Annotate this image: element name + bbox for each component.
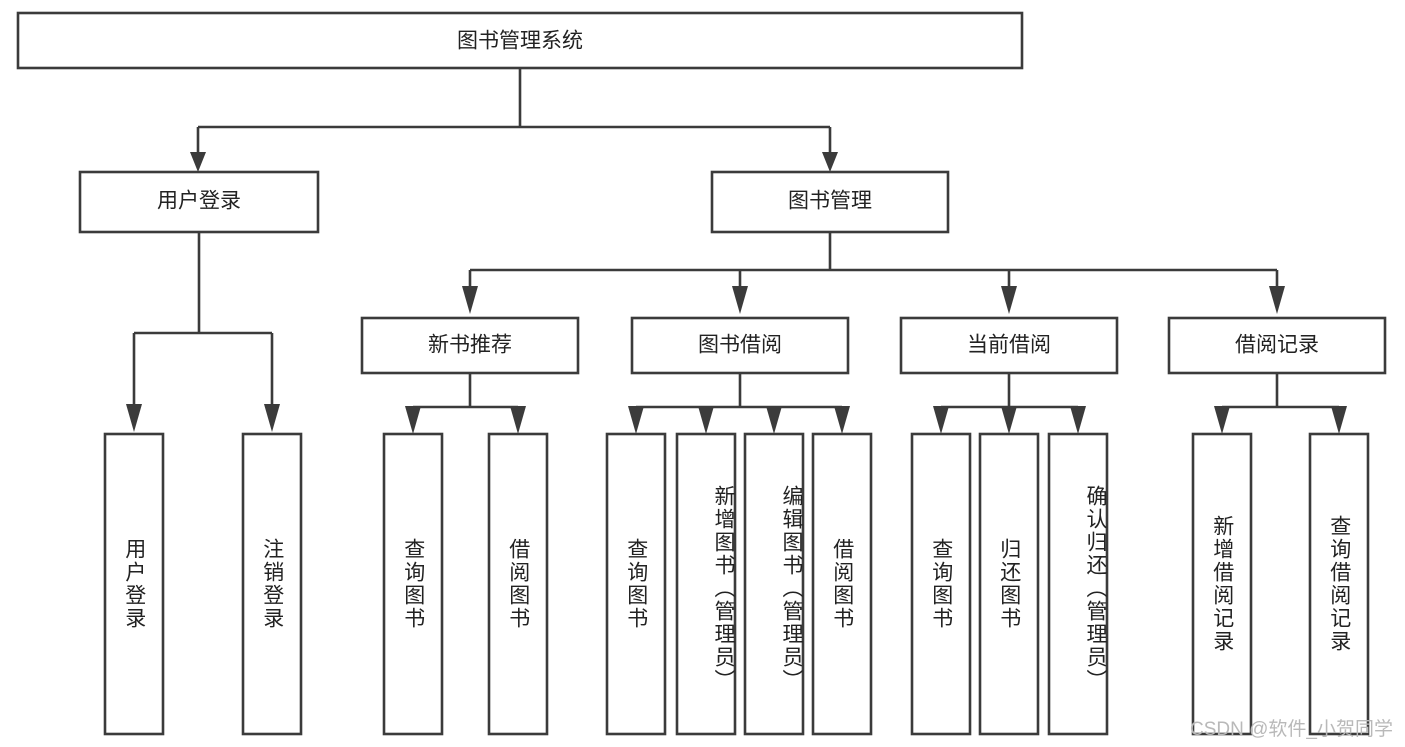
arrow-head-icon: [834, 406, 850, 434]
node-user-login-label: 用户登录: [157, 190, 241, 213]
node-root[interactable]: 图书管理系统: [16, 11, 1024, 70]
leaf-rect-query-record[interactable]: [1308, 432, 1370, 736]
leaf-label-query-book-3: 查询图书: [929, 538, 953, 630]
arrow-head-icon: [732, 286, 748, 314]
leaf-label-return-book: 归还图书: [997, 538, 1021, 630]
leaf-label-confirm-return: 确认归还（管理员）: [1084, 484, 1107, 692]
node-new-book-recommend-label: 新书推荐: [428, 334, 512, 357]
arrow-head-icon: [698, 406, 714, 434]
leaf-rect-edit-book[interactable]: [743, 432, 805, 736]
leaf-rect-logout[interactable]: [241, 432, 303, 736]
node-root-label: 图书管理系统: [457, 30, 583, 53]
arrow-head-icon: [264, 404, 280, 432]
leaf-label-query-record: 查询借阅记录: [1327, 515, 1351, 653]
leaf-label-add-book: 新增图书（管理员）: [712, 484, 735, 692]
arrow-head-icon: [510, 406, 526, 434]
csdn-watermark: CSDN @软件_小贺同学: [1190, 719, 1393, 740]
arrow-head-icon: [933, 406, 949, 434]
edge-book-borrow-to-leaves: [628, 373, 850, 434]
leaf-label-query-book-2: 查询图书: [624, 538, 648, 630]
node-book-management-rect: [710, 170, 950, 234]
leaf-rect-add-record[interactable]: [1191, 432, 1253, 736]
leaf-rect-borrow-book-2[interactable]: [811, 432, 873, 736]
edge-borrow-record-to-leaves: [1214, 373, 1347, 434]
node-book-borrow[interactable]: 图书借阅: [630, 316, 850, 375]
arrow-head-icon: [1269, 286, 1285, 314]
node-borrow-record-label: 借阅记录: [1235, 334, 1319, 357]
node-borrow-record-rect: [1167, 316, 1387, 375]
leaf-rect-query-book-1[interactable]: [382, 432, 444, 736]
arrow-head-icon: [1070, 406, 1086, 434]
node-book-management[interactable]: 图书管理: [710, 170, 950, 234]
node-user-login[interactable]: 用户登录: [78, 170, 320, 234]
node-new-book-recommend[interactable]: 新书推荐: [360, 316, 580, 375]
node-borrow-record[interactable]: 借阅记录: [1167, 316, 1387, 375]
edge-root-to-level2: [190, 68, 838, 172]
arrow-head-icon: [1001, 286, 1017, 314]
node-book-borrow-rect: [630, 316, 850, 375]
node-root-rect: [16, 11, 1024, 70]
arrow-head-icon: [190, 152, 206, 172]
leaf-rect-user-login[interactable]: [103, 432, 165, 736]
leaf-rect-add-book[interactable]: [675, 432, 737, 736]
arrow-head-icon: [405, 406, 421, 434]
arrow-head-icon: [1001, 406, 1017, 434]
edge-book-management-to-level3: [462, 232, 1285, 314]
leaf-rect-query-book-3[interactable]: [910, 432, 972, 736]
node-user-login-rect: [78, 170, 320, 234]
leaf-label-logout: 注销登录: [260, 538, 284, 630]
arrow-head-icon: [1331, 406, 1347, 434]
leaf-label-add-record: 新增借阅记录: [1210, 515, 1234, 653]
node-new-book-recommend-rect: [360, 316, 580, 375]
leaf-label-user-login: 用户登录: [122, 538, 146, 630]
arrow-head-icon: [628, 406, 644, 434]
node-book-management-label: 图书管理: [788, 190, 872, 213]
arrow-head-icon: [462, 286, 478, 314]
arrow-head-icon: [766, 406, 782, 434]
arrow-head-icon: [822, 152, 838, 172]
arrow-head-icon: [1214, 406, 1230, 434]
edge-current-borrow-to-leaves: [933, 373, 1086, 434]
edge-user-login-to-leaves: [126, 232, 280, 432]
leaf-rect-borrow-book-1[interactable]: [487, 432, 549, 736]
leaf-label-query-book-1: 查询图书: [401, 538, 425, 630]
leaf-rect-return-book[interactable]: [978, 432, 1040, 736]
leaf-label-edit-book: 编辑图书（管理员）: [780, 484, 803, 692]
leaf-rect-confirm-return[interactable]: [1047, 432, 1109, 736]
leaf-rect-query-book-2[interactable]: [605, 432, 667, 736]
edge-new-book-recommend-to-leaves: [405, 373, 526, 434]
leaf-label-borrow-book-2: 借阅图书: [830, 538, 854, 630]
arrow-head-icon: [126, 404, 142, 432]
node-current-borrow[interactable]: 当前借阅: [899, 316, 1119, 375]
leaf-label-borrow-book-1: 借阅图书: [506, 538, 530, 630]
node-current-borrow-label: 当前借阅: [967, 334, 1051, 357]
node-book-borrow-label: 图书借阅: [698, 334, 782, 357]
